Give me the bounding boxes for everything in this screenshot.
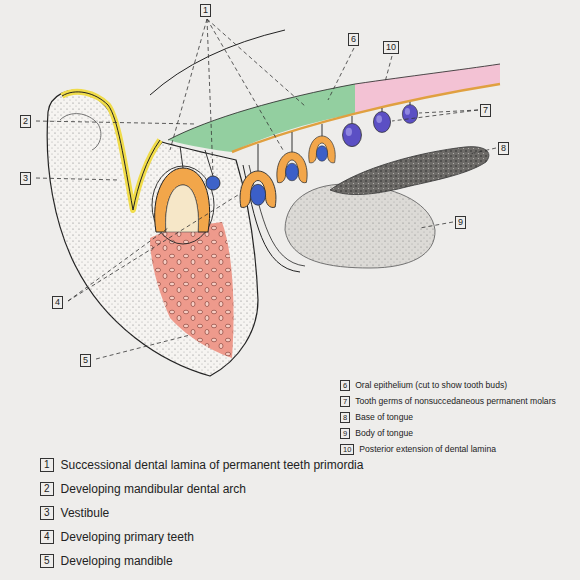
callout-box: 8 (498, 142, 509, 155)
callout-number: 3 (23, 173, 28, 183)
callout-box: 10 (383, 41, 399, 54)
key-description: Successional dental lamina of permanent … (61, 458, 364, 472)
key-number: 2 (40, 482, 54, 496)
callout-number: 2 (23, 116, 28, 126)
callout-number: 5 (83, 355, 88, 365)
tooth-germ (277, 152, 307, 183)
key-description: Developing mandibular dental arch (61, 482, 246, 496)
molar-bud (373, 112, 390, 133)
key-number: 8 (340, 412, 350, 423)
leader-line (68, 228, 168, 301)
key-row: 7 Tooth germs of nonsuccedaneous permanen… (340, 396, 556, 407)
callout-number: 6 (351, 34, 356, 44)
leader-line (328, 48, 354, 100)
key-number: 7 (340, 396, 350, 407)
callout-number: 7 (483, 105, 488, 115)
leader-line (385, 56, 392, 82)
callout-box: 9 (455, 216, 466, 229)
oral-cavity-line (150, 30, 285, 95)
germ-stalk (180, 146, 183, 168)
tooth-germ (309, 136, 335, 163)
molar-bud (343, 123, 362, 146)
callout-box: 4 (52, 296, 63, 309)
tooth-crypt (152, 166, 214, 244)
key-description: Posterior extension of dental lamina (359, 444, 496, 454)
callout-number: 8 (501, 143, 506, 153)
tongue-base (330, 147, 489, 195)
key-description: Developing mandible (61, 554, 173, 568)
leader-line (96, 335, 190, 359)
key-description: Tooth germs of nonsuccedaneous permanent… (355, 396, 556, 406)
callout-box: 7 (480, 104, 491, 117)
key-row: 2 Developing mandibular dental arch (40, 482, 246, 496)
leader-line (392, 110, 478, 121)
key-description: Oral epithelium (cut to show tooth buds) (355, 380, 507, 390)
dental-papilla (166, 185, 199, 232)
key-number: 6 (340, 380, 350, 391)
callout-box: 2 (20, 115, 31, 128)
leader-line (36, 121, 196, 124)
callout-number: 9 (458, 217, 463, 227)
callout-number: 1 (203, 5, 208, 15)
key-number: 3 (40, 506, 54, 520)
primary-tooth-germ (155, 168, 210, 232)
key-description: Vestibule (61, 506, 110, 520)
tongue-body-stipple (285, 184, 435, 268)
germ-stalk (292, 132, 293, 152)
tooth-germ (240, 171, 276, 207)
key-number: 10 (340, 444, 354, 455)
callout-box: 5 (80, 354, 91, 367)
key-row: 1 Successional dental lamina of permanent… (40, 458, 363, 472)
key-description: Base of tongue (355, 412, 413, 422)
vestibule-line (62, 92, 160, 210)
key-description: Body of tongue (355, 428, 413, 438)
callout-box: 1 (200, 4, 211, 17)
callout-box: 6 (348, 33, 359, 46)
callout-number: 10 (386, 42, 396, 52)
key-row: 5 Developing mandible (40, 554, 173, 568)
leader-line (420, 222, 453, 228)
vestibule-epithelium (62, 92, 160, 210)
key-row: 4 Developing primary teeth (40, 530, 194, 544)
posterior-lamina-band (355, 64, 500, 114)
permanent-bud (206, 176, 220, 190)
leader-line (207, 19, 283, 150)
key-row: 3 Vestibule (40, 506, 109, 520)
key-row: 6 Oral epithelium (cut to show tooth buds… (340, 380, 507, 391)
dental-lamina (232, 84, 500, 152)
germ-stalk (258, 144, 259, 171)
key-row: 10 Posterior extension of dental lamina (340, 444, 496, 455)
key-number: 9 (340, 428, 350, 439)
key-description: Developing primary teeth (61, 530, 194, 544)
leader-line (68, 195, 238, 301)
key-number: 4 (40, 530, 54, 544)
leader-line (207, 19, 213, 174)
germ-stalk (352, 116, 353, 123)
successional-lamina (205, 150, 213, 176)
tongue-body (285, 184, 435, 268)
key-row: 8 Base of tongue (340, 412, 413, 423)
key-row: 9 Body of tongue (340, 428, 413, 439)
epithelium-edge (168, 64, 500, 140)
callout-number: 4 (55, 297, 60, 307)
lip-inner-line (60, 114, 101, 150)
germ-stalk (322, 124, 323, 136)
key-number: 1 (40, 458, 54, 472)
molar-bud (402, 105, 417, 124)
leader-line (36, 178, 120, 180)
callout-box: 3 (20, 172, 31, 185)
leader-line (170, 19, 207, 150)
leader-line (470, 148, 496, 154)
leader-line (207, 19, 305, 106)
key-number: 5 (40, 554, 54, 568)
